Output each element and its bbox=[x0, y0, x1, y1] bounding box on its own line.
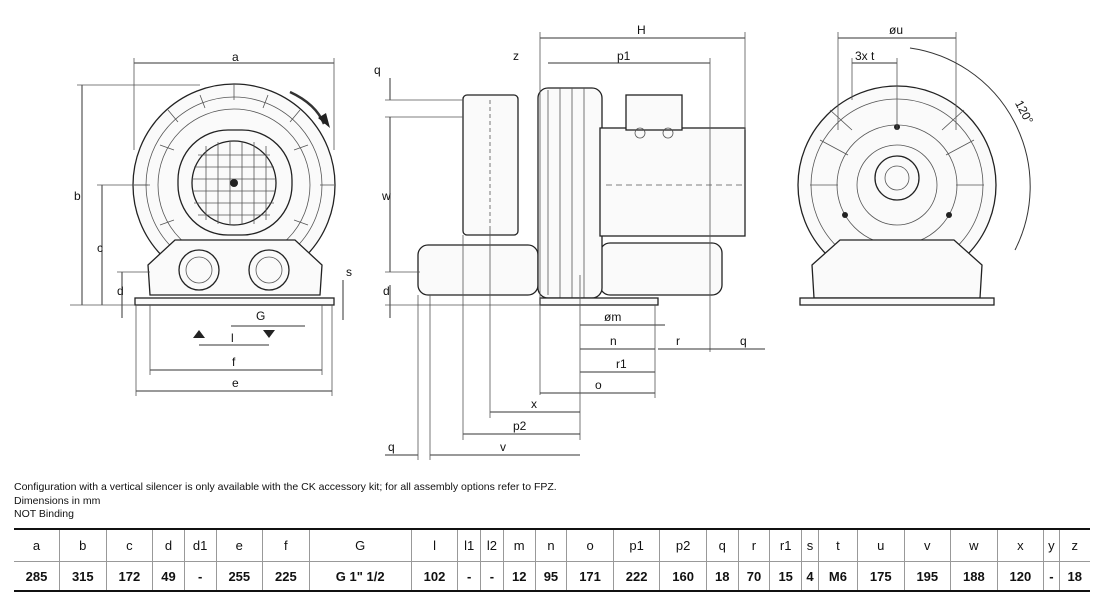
table-header-cell: G bbox=[308, 529, 412, 562]
table-header-cell: l bbox=[410, 529, 458, 562]
table-value-cell: 222 bbox=[612, 561, 660, 591]
table-value-cell: - bbox=[457, 561, 481, 591]
table-header-cell: c bbox=[105, 529, 153, 562]
table-value-cell: 18 bbox=[705, 561, 739, 591]
table-header-cell: a bbox=[14, 529, 60, 562]
dim-s: s bbox=[346, 265, 352, 279]
table-value-cell: 225 bbox=[262, 561, 310, 591]
dim-q-bottom: q bbox=[388, 440, 395, 454]
table-value-cell: 160 bbox=[659, 561, 707, 591]
front-view: a b c d G l f e bbox=[70, 50, 336, 396]
table-value-cell: G 1" 1/2 bbox=[308, 561, 412, 591]
dim-p1: p1 bbox=[617, 49, 631, 63]
table-value-cell: 15 bbox=[769, 561, 802, 591]
dim-w: w bbox=[381, 189, 391, 203]
table-header-cell: w bbox=[950, 529, 998, 562]
dim-a: a bbox=[232, 50, 239, 64]
dim-G: G bbox=[256, 309, 265, 323]
table-value-cell: 18 bbox=[1058, 561, 1090, 591]
table-value-cell: 172 bbox=[105, 561, 153, 591]
table-value-cell: 120 bbox=[996, 561, 1044, 591]
dim-r: r bbox=[676, 334, 680, 348]
table-value-cell: 188 bbox=[950, 561, 998, 591]
table-header-cell: d bbox=[152, 529, 185, 562]
dim-l: l bbox=[231, 331, 234, 345]
table-header-cell: e bbox=[215, 529, 263, 562]
table-header-cell: f bbox=[262, 529, 310, 562]
table-value-cell: 315 bbox=[59, 561, 107, 591]
table-value-cell: 12 bbox=[502, 561, 536, 591]
table-header-cell: r1 bbox=[769, 529, 802, 562]
table-header-cell: n bbox=[534, 529, 567, 562]
dim-H: H bbox=[637, 23, 646, 37]
note-units: Dimensions in mm bbox=[14, 494, 101, 507]
table-header-cell: l1 bbox=[457, 529, 481, 562]
table-value-cell: 95 bbox=[534, 561, 567, 591]
dim-r1: r1 bbox=[616, 357, 627, 371]
table-header-cell: v bbox=[903, 529, 951, 562]
dim-angle: 120° bbox=[1012, 98, 1036, 127]
table-header-cell: u bbox=[856, 529, 905, 562]
table-header-cell: y bbox=[1043, 529, 1060, 562]
side-view: H z p1 q w d s øm n r q r1 o x p2 q v bbox=[342, 23, 765, 460]
dim-c: c bbox=[97, 241, 103, 255]
dim-p2: p2 bbox=[513, 419, 527, 433]
table-header-cell: t bbox=[817, 529, 858, 562]
table-value-cell: 171 bbox=[566, 561, 614, 591]
table-value-cell: 70 bbox=[737, 561, 770, 591]
rear-view: øu 3x t 120° bbox=[797, 23, 1036, 306]
dim-e: e bbox=[232, 376, 239, 390]
table-header-cell: q bbox=[705, 529, 739, 562]
table-header-cell: r bbox=[737, 529, 770, 562]
dim-b: b bbox=[74, 189, 81, 203]
dim-x: x bbox=[531, 397, 537, 411]
table-value-cell: - bbox=[183, 561, 217, 591]
table-header-cell: p1 bbox=[612, 529, 660, 562]
dim-n: n bbox=[610, 334, 617, 348]
dim-t: 3x t bbox=[855, 49, 875, 63]
table-header-cell: l2 bbox=[480, 529, 504, 562]
table-value-cell: - bbox=[480, 561, 504, 591]
technical-drawing: a b c d G l f e bbox=[70, 23, 1036, 460]
table-value-cell: 255 bbox=[215, 561, 263, 591]
table-header-cell: p2 bbox=[659, 529, 707, 562]
table-value-cell: 49 bbox=[152, 561, 185, 591]
table-header-cell: o bbox=[566, 529, 614, 562]
dim-om: øm bbox=[604, 310, 621, 324]
table-header-cell: s bbox=[801, 529, 819, 562]
table-header-cell: z bbox=[1058, 529, 1090, 562]
table-value-cell: M6 bbox=[817, 561, 858, 591]
table-value-cell: 175 bbox=[856, 561, 905, 591]
table-header-cell: b bbox=[59, 529, 107, 562]
note-binding: NOT Binding bbox=[14, 508, 74, 520]
table-header-cell: m bbox=[502, 529, 536, 562]
table-value-cell: 102 bbox=[410, 561, 458, 591]
dim-q-right: q bbox=[740, 334, 747, 348]
note-configuration: Configuration with a vertical silencer i… bbox=[14, 481, 557, 493]
table-value-cell: 4 bbox=[801, 561, 819, 591]
table-header-cell: x bbox=[996, 529, 1044, 562]
table-header-cell: d1 bbox=[183, 529, 217, 562]
dim-f: f bbox=[232, 355, 236, 369]
dim-u: øu bbox=[889, 23, 903, 37]
table-value-cell: 195 bbox=[903, 561, 951, 591]
dim-q-top: q bbox=[374, 63, 381, 77]
dim-v: v bbox=[500, 440, 506, 454]
table-value-cell: 285 bbox=[25, 568, 48, 584]
dim-d-side: d bbox=[383, 284, 390, 298]
notes: Configuration with a vertical silencer i… bbox=[14, 481, 557, 522]
dim-d: d bbox=[117, 284, 124, 298]
dim-z: z bbox=[513, 49, 519, 63]
dim-o: o bbox=[595, 378, 602, 392]
table-value-cell: - bbox=[1043, 561, 1060, 591]
